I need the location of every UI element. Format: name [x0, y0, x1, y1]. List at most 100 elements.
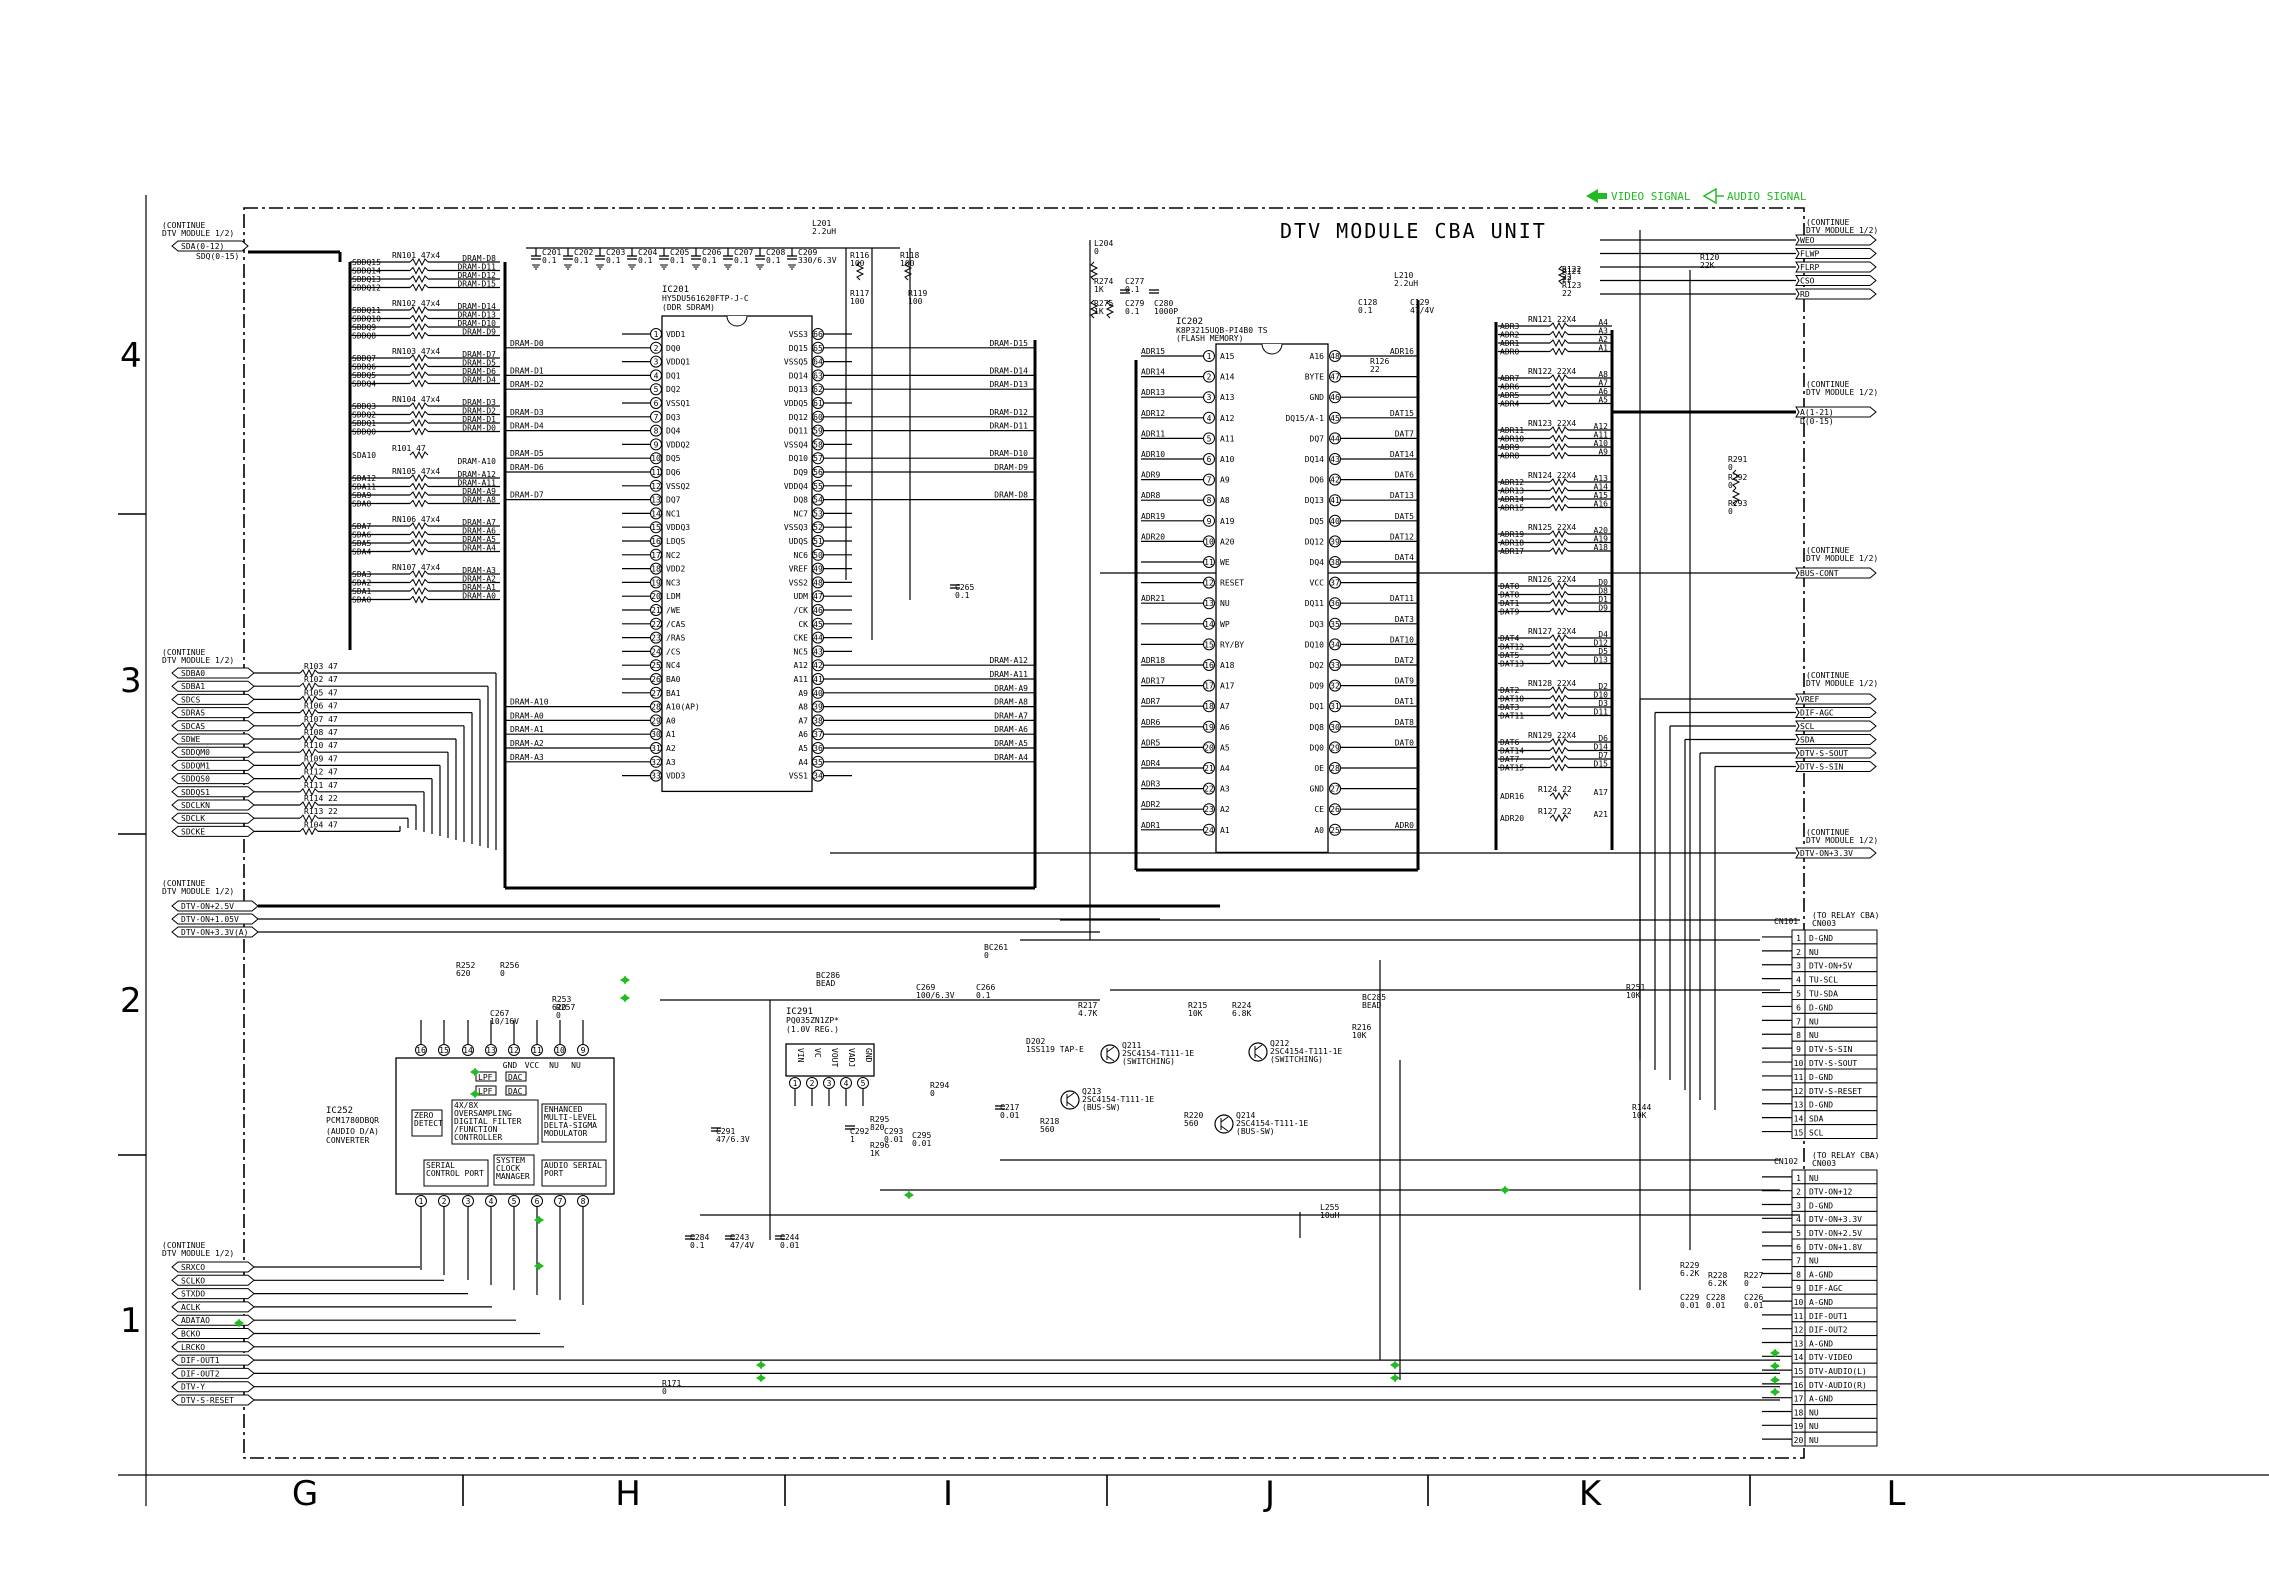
pin-number: [650, 769, 662, 782]
flash-net: ADR15: [1141, 347, 1165, 356]
component-ref: L204: [1094, 239, 1113, 248]
note-module: DTV MODULE 1/2): [162, 887, 234, 896]
pin-number: [1203, 597, 1215, 610]
component-value: 100/6.3V: [916, 991, 955, 1000]
connector-label: SRXCO: [181, 1263, 205, 1272]
connector-right-mid: [1795, 720, 1877, 732]
ic201-pin-name: VSSQ4: [784, 440, 808, 449]
connector-right-top: [1795, 288, 1877, 300]
connector-label: RD: [1800, 290, 1810, 299]
pin-number: [1329, 782, 1341, 795]
pin-number: [650, 507, 662, 520]
component-value: 1SS119 TAP-E: [1026, 1045, 1084, 1054]
pin-number: [812, 341, 824, 354]
resistor: [409, 538, 429, 548]
component-ref: R275: [1094, 299, 1113, 308]
pin-number: [650, 700, 662, 713]
pin-number: [812, 548, 824, 561]
pin-number: [812, 521, 824, 534]
pin-number-label: 7: [654, 413, 659, 422]
component-ref: L210: [1394, 271, 1413, 280]
component-ref: R171: [662, 1379, 681, 1388]
dram-net: DRAM-D12: [989, 408, 1028, 417]
dram-net: DRAM-A3: [510, 753, 544, 762]
pin-number-label: 21: [651, 606, 661, 615]
ic202-pin-name: A4: [1220, 764, 1230, 773]
rn-in: ADR16: [1500, 792, 1524, 801]
rn-out: DRAM-A4: [462, 544, 496, 553]
pin-number-label: 37: [813, 730, 823, 739]
pin-number-label: 61: [813, 399, 823, 408]
resistor: [409, 283, 429, 292]
ic202-pin-name: DQ2: [1310, 661, 1325, 670]
rn-out: D12: [1594, 639, 1609, 648]
pin-number-label: 3: [654, 358, 659, 367]
pin-number-label: 34: [813, 772, 823, 781]
component-value: 0: [556, 1011, 561, 1020]
pin-number: [812, 604, 824, 616]
ic201-pin-name: /WE: [666, 606, 681, 615]
rn-label: RN105 47x4: [392, 467, 440, 476]
resistor-label: R103 47: [304, 662, 338, 671]
ic252-top-label: NU: [549, 1061, 559, 1070]
component-ref: C284: [690, 1233, 709, 1242]
pin-name: NU: [1809, 1017, 1819, 1026]
pin-number: 2: [1796, 1188, 1801, 1197]
flash-net: ADR13: [1141, 388, 1165, 397]
pin-number-label: 60: [813, 413, 823, 422]
pin-number: [812, 576, 824, 589]
ic201-desc: (DDR SDRAM): [662, 303, 715, 312]
pin-number: [1203, 556, 1215, 568]
ic252-block: [541, 1103, 607, 1143]
connector-label: CSO: [1800, 277, 1815, 286]
resistor: [1549, 702, 1569, 712]
ic202-pin-name: A14: [1220, 373, 1235, 382]
ic202-pin-name: DQ5: [1310, 517, 1325, 526]
dram-net: DRAM-D13: [989, 380, 1028, 389]
ic252-block: [423, 1159, 489, 1187]
component-ref: C229: [1680, 1293, 1699, 1302]
component-value: 10/16V: [490, 1017, 519, 1026]
pin-name: SDA: [1809, 1115, 1824, 1124]
ic201-pin-name: CKE: [794, 634, 809, 643]
resistor-label: R112 47: [304, 768, 338, 777]
rn-out: A1: [1598, 344, 1608, 353]
flash-net: ADR12: [1141, 409, 1165, 418]
connector-label: SDDQS1: [181, 788, 210, 797]
rn-out: DRAM-A9: [462, 487, 496, 496]
rn-out: DRAM-D1: [462, 415, 496, 424]
transistor-part: 2SC4154-T111-1E: [1122, 1049, 1194, 1058]
component-ref: R218: [1040, 1117, 1059, 1126]
transistor-ref: Q211: [1122, 1041, 1141, 1050]
pin-number-label: 23: [651, 634, 661, 643]
rn-label: RN126 22X4: [1528, 575, 1576, 584]
pin-number-label: 53: [813, 509, 823, 518]
component-ref: R122: [1562, 265, 1581, 274]
pin-number: [1329, 617, 1341, 630]
rn-out: D9: [1598, 604, 1608, 613]
pin-name: DTV-VIDEO: [1809, 1353, 1853, 1362]
pin-number-label: 18: [651, 565, 661, 574]
ic201-pin-name: DQ12: [789, 413, 808, 422]
rn-label: RN107 47x4: [392, 563, 440, 572]
resistor: [1549, 373, 1569, 383]
resistor: [1549, 642, 1569, 651]
pin-number-label: 20: [651, 592, 661, 601]
pin-name: NU: [1809, 1031, 1819, 1040]
connector-label: SDRAS: [181, 709, 205, 718]
rn-out: D7: [1598, 751, 1608, 760]
ic-notch: [1261, 343, 1283, 355]
pin-number-label: 27: [651, 689, 661, 698]
ic202-pin-name: DQ7: [1310, 434, 1325, 443]
note-module: DTV MODULE 1/2): [1806, 388, 1878, 397]
pin-number: [438, 1195, 450, 1207]
pin-number: [650, 410, 662, 423]
cap-ref: C201: [542, 248, 561, 257]
resistor-label: R104 47: [304, 820, 338, 829]
connector-label: SDDQM0: [181, 748, 210, 757]
pin-number: 20: [1794, 1436, 1804, 1445]
ic201-pin-name: DQ15: [789, 344, 808, 353]
component-ref: R252: [456, 961, 475, 970]
ic202-pin-name: DQ3: [1310, 620, 1325, 629]
dram-net: DRAM-D0: [510, 339, 544, 348]
